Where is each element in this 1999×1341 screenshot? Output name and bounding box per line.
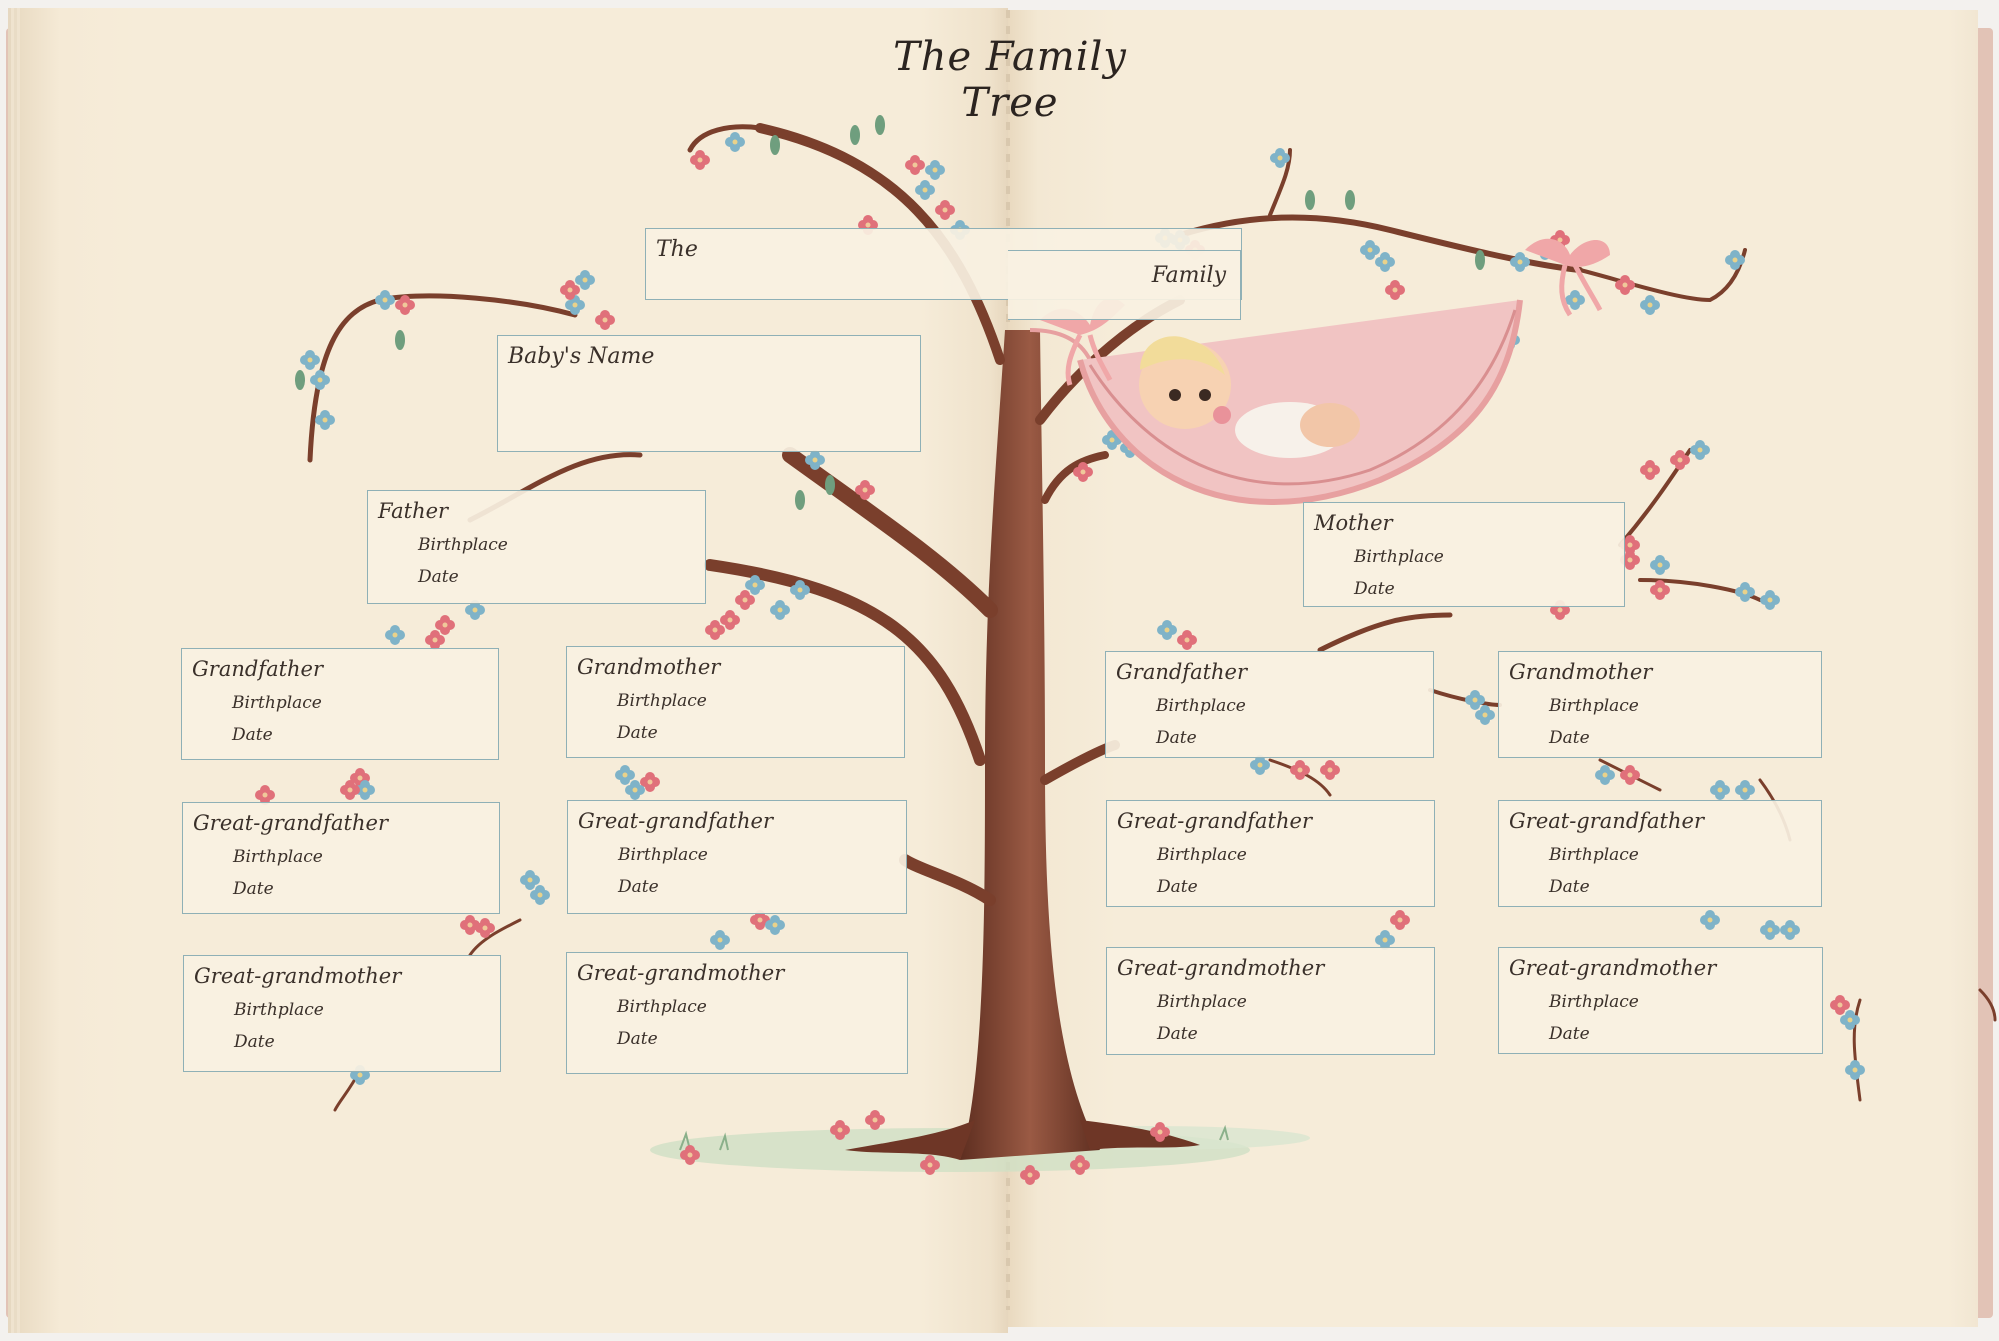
birthplace-label: Birthplace <box>1157 992 1247 1012</box>
date-label: Date <box>1549 728 1590 748</box>
birthplace-label: Birthplace <box>232 693 322 713</box>
mother-label: Mother <box>1314 511 1393 535</box>
grandmother-label: Grandmother <box>577 655 721 679</box>
date-label: Date <box>1157 1024 1198 1044</box>
grandmother-label: Grandmother <box>1509 660 1653 684</box>
baby-name-label: Baby's Name <box>508 344 655 369</box>
grandfather-label: Grandfather <box>1116 660 1248 684</box>
mother-box[interactable]: Mother Birthplace Date <box>1303 502 1625 607</box>
maternal-great-grandmother-2-box[interactable]: Great-grandmother Birthplace Date <box>1498 947 1823 1054</box>
birthplace-label: Birthplace <box>618 845 708 865</box>
family-box-left-label: The <box>656 237 698 262</box>
great-grandmother-label: Great-grandmother <box>577 961 785 985</box>
grandfather-label: Grandfather <box>192 657 324 681</box>
date-label: Date <box>617 723 658 743</box>
date-label: Date <box>233 879 274 899</box>
tree-trunk <box>960 330 1100 1160</box>
date-label: Date <box>234 1032 275 1052</box>
father-box[interactable]: Father Birthplace Date <box>367 490 706 604</box>
date-label: Date <box>1549 1024 1590 1044</box>
father-label: Father <box>378 499 449 523</box>
date-label: Date <box>1156 728 1197 748</box>
date-label: Date <box>1549 877 1590 897</box>
great-grandfather-label: Great-grandfather <box>578 809 773 833</box>
birthplace-label: Birthplace <box>1156 696 1246 716</box>
birthplace-label: Birthplace <box>1549 696 1639 716</box>
birthplace-label: Birthplace <box>234 1000 324 1020</box>
paternal-grandfather-box[interactable]: Grandfather Birthplace Date <box>181 648 499 760</box>
maternal-grandfather-box[interactable]: Grandfather Birthplace Date <box>1105 651 1434 758</box>
birthplace-label: Birthplace <box>617 997 707 1017</box>
mother-date-label: Date <box>1354 579 1395 599</box>
date-label: Date <box>617 1029 658 1049</box>
great-grandfather-label: Great-grandfather <box>1509 809 1704 833</box>
date-label: Date <box>618 877 659 897</box>
mother-birthplace-label: Birthplace <box>1354 547 1444 567</box>
maternal-great-grandmother-1-box[interactable]: Great-grandmother Birthplace Date <box>1106 947 1435 1055</box>
paternal-grandmother-box[interactable]: Grandmother Birthplace Date <box>566 646 905 758</box>
great-grandmother-label: Great-grandmother <box>194 964 402 988</box>
maternal-great-grandfather-2-box[interactable]: Great-grandfather Birthplace Date <box>1498 800 1822 907</box>
father-date-label: Date <box>418 567 459 587</box>
paternal-great-grandfather-2-box[interactable]: Great-grandfather Birthplace Date <box>567 800 907 914</box>
page-title: The Family Tree <box>893 34 1127 126</box>
family-box-right-label: Family <box>1151 263 1226 288</box>
great-grandfather-label: Great-grandfather <box>193 811 388 835</box>
great-grandfather-label: Great-grandfather <box>1117 809 1312 833</box>
great-grandmother-label: Great-grandmother <box>1117 956 1325 980</box>
great-grandmother-label: Great-grandmother <box>1509 956 1717 980</box>
birthplace-label: Birthplace <box>1157 845 1247 865</box>
birthplace-label: Birthplace <box>1549 845 1639 865</box>
paternal-great-grandmother-1-box[interactable]: Great-grandmother Birthplace Date <box>183 955 501 1072</box>
baby-name-box[interactable]: Baby's Name <box>497 335 921 452</box>
maternal-great-grandfather-1-box[interactable]: Great-grandfather Birthplace Date <box>1106 800 1435 907</box>
date-label: Date <box>232 725 273 745</box>
maternal-grandmother-box[interactable]: Grandmother Birthplace Date <box>1498 651 1822 758</box>
baby-in-hammock-illustration <box>1029 238 1610 505</box>
birthplace-label: Birthplace <box>617 691 707 711</box>
date-label: Date <box>1157 877 1198 897</box>
birthplace-label: Birthplace <box>1549 992 1639 1012</box>
father-birthplace-label: Birthplace <box>418 535 508 555</box>
paternal-great-grandmother-2-box[interactable]: Great-grandmother Birthplace Date <box>566 952 908 1074</box>
paternal-great-grandfather-1-box[interactable]: Great-grandfather Birthplace Date <box>182 802 500 914</box>
birthplace-label: Birthplace <box>233 847 323 867</box>
family-name-box-right[interactable]: Family <box>1008 250 1241 320</box>
